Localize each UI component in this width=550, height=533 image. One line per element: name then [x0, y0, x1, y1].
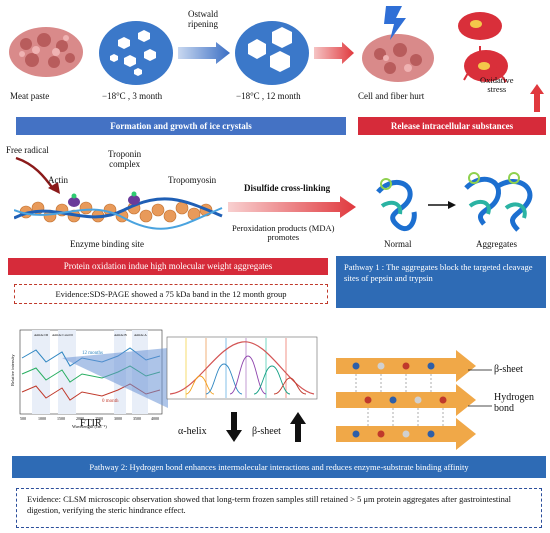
beta-sheet-label-arrow: β-sheet [252, 426, 281, 437]
ftir-0-month-label: 0 month [102, 399, 119, 404]
ftir-tick-0: 500 [20, 416, 26, 421]
transform-arrow-icon [428, 201, 456, 209]
envelope-curve [169, 341, 315, 395]
ftir-tick-4: 2500 [95, 416, 103, 421]
ftir-12-months-label: 12 months [82, 351, 103, 356]
oxidative-cells-image [458, 12, 508, 83]
enzyme-site-label: Enzyme binding site [70, 239, 144, 249]
meat-paste-image [9, 27, 83, 77]
ice-crystal-small-icon [99, 21, 173, 85]
ftir-y-label: Relative intensity [10, 354, 15, 386]
ftir-tick-2: 1500 [57, 416, 65, 421]
oxidative-stress-label: Oxidative stress [480, 75, 514, 95]
troponin-complex-icon [68, 191, 140, 207]
protein-normal-image [376, 178, 417, 232]
amide-label-2: Amide B [114, 333, 127, 337]
troponin-label: Troponin complex [108, 149, 142, 169]
ftir-label: FTIR [80, 418, 102, 429]
actin-filament-image [14, 191, 223, 230]
beta-sheet-structure-label: β-sheet [494, 364, 523, 375]
cell-fiber-label: Cell and fiber hurt [358, 91, 425, 101]
damaged-meat-image [362, 6, 434, 82]
time-12-month: −18°C , 12 month [236, 91, 301, 101]
ftir-tick-7: 4000 [151, 416, 159, 421]
time-3-month: −18°C , 3 month [102, 91, 163, 101]
ftir-tick-1: 1000 [38, 416, 46, 421]
aggregates-label: Aggregates [476, 239, 517, 249]
ice-crystal-large-icon [235, 21, 309, 85]
label-pointer-icon [468, 369, 492, 407]
protein-oxidation-bar: Protein oxidation indue high molecular w… [8, 258, 328, 275]
ftir-x-label: Wavelength (cm⁻¹) [72, 424, 107, 429]
down-arrow-icon [226, 412, 242, 442]
alpha-helix-label: α-helix [178, 426, 207, 437]
free-radical-label: Free radical [6, 145, 49, 155]
zoom-wedge [62, 348, 168, 408]
pathway-2-bar: Pathway 2: Hydrogen bond enhances interm… [12, 456, 546, 478]
protein-aggregates-image [464, 172, 533, 232]
meat-paste-label: Meat paste [10, 91, 50, 101]
up-arrow-icon [290, 412, 306, 442]
lightning-icon [384, 6, 406, 40]
ostwald-label: Ostwald ripening [188, 9, 218, 29]
ftir-tick-3: 2000 [76, 416, 84, 421]
actin-label: Actin [48, 175, 68, 185]
amide-label-0: Amide III [34, 333, 49, 337]
free-radical-arrow-icon [15, 156, 60, 194]
evidence-sds-page: Evidence:SDS-PAGE showed a 75 kDa band i… [14, 284, 328, 304]
release-substances-bar: Release intracellular substances [358, 117, 546, 135]
ftir-tick-5: 3000 [114, 416, 122, 421]
pathway-1-panel: Pathway 1 : The aggregates block the tar… [336, 256, 546, 308]
red-arrow-icon [314, 42, 354, 64]
hydrogen-bond-label: Hydrogen bond [494, 392, 534, 414]
beta-sheet-structure-image [336, 350, 476, 450]
ftir-tick-6: 3500 [133, 416, 141, 421]
deconvolution-chart [166, 336, 318, 400]
evidence-clsm: Evidence: CLSM microscopic observation s… [16, 488, 542, 528]
peroxidation-label: Peroxidation products (MDA) promotes [232, 223, 335, 243]
ice-crystal-bar: Formation and growth of ice crystals [16, 117, 346, 135]
disulfide-label: Disulfide cross-linking [244, 183, 331, 193]
amide-label-3: Amide A [134, 333, 147, 337]
tropomyosin-label: Tropomyosin [168, 175, 217, 185]
normal-label: Normal [384, 239, 412, 249]
crosslink-arrow-icon [228, 196, 356, 218]
amide-label-1: Amide I and II [52, 333, 74, 337]
ostwald-arrow-icon [178, 42, 230, 64]
up-arrow-red-icon [530, 84, 544, 112]
ftir-chart: Relative intensity 12 months 0 month Ami… [10, 329, 163, 429]
